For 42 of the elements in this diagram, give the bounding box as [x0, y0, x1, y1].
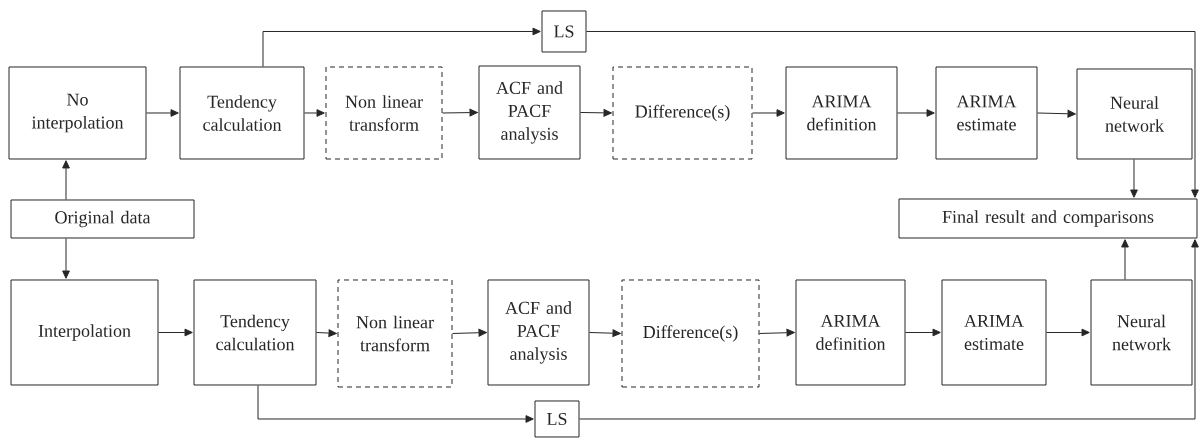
- process-box: ARIMA estimate: [935, 66, 1038, 160]
- process-box: ACF and PACF analysis: [478, 65, 581, 160]
- arrow: [1130, 159, 1138, 198]
- arrow: [146, 109, 179, 117]
- arrow: [1121, 239, 1129, 280]
- arrow: [257, 385, 534, 423]
- process-box: Neural network: [1076, 68, 1193, 160]
- dashed-process-box: Difference(s): [621, 279, 760, 388]
- dashed-process-box: Non linear transform: [325, 66, 443, 160]
- arrow: [586, 31, 1199, 198]
- arrow: [905, 328, 941, 337]
- arrow: [589, 329, 621, 338]
- arrow: [897, 109, 935, 117]
- arrow: [1046, 328, 1090, 337]
- dashed-process-box: Difference(s): [612, 66, 753, 160]
- process-box: Original data: [10, 199, 195, 239]
- arrow: [316, 329, 337, 337]
- arrow: [442, 108, 478, 117]
- process-box: LS: [534, 400, 580, 438]
- process-box: No interpolation: [8, 66, 147, 160]
- process-box: Interpolation: [10, 279, 159, 386]
- arrow: [62, 238, 70, 279]
- process-box: ARIMA definition: [785, 66, 898, 160]
- arrow: [158, 328, 193, 337]
- process-box: ARIMA definition: [795, 279, 906, 386]
- arrow: [62, 160, 70, 200]
- arrow: [452, 328, 487, 337]
- process-box: LS: [541, 10, 587, 53]
- arrow: [759, 328, 795, 337]
- process-box: ARIMA estimate: [941, 279, 1047, 386]
- arrow: [752, 109, 785, 117]
- process-box: Tendency calculation: [179, 66, 305, 160]
- process-box: Tendency calculation: [193, 279, 317, 386]
- arrow: [304, 109, 325, 117]
- process-box: Final result and comparisons: [898, 198, 1198, 239]
- arrow: [262, 27, 541, 67]
- dashed-process-box: Non linear transform: [337, 279, 453, 388]
- process-box: Neural network: [1090, 279, 1193, 386]
- arrow: [1037, 109, 1076, 118]
- arrow: [580, 109, 612, 117]
- process-box: ACF and PACF analysis: [487, 279, 590, 386]
- arrow: [579, 239, 1199, 420]
